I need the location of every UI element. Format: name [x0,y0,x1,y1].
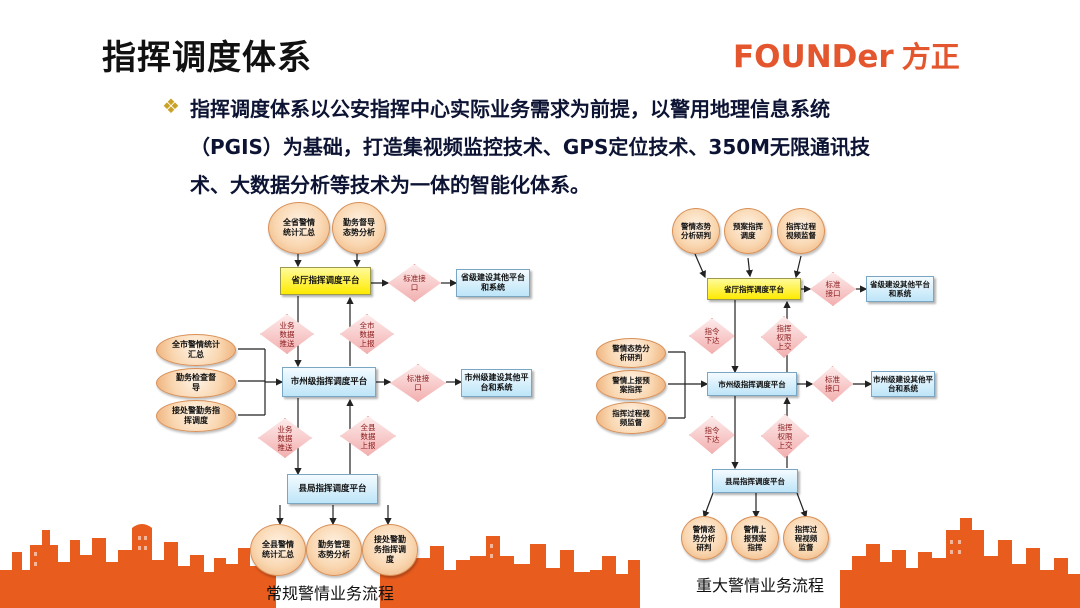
left-ext-system-1: 省级建设其他平台和系统 [456,269,530,297]
right-side-oval-1: 警情态势分析研判 [596,338,666,368]
right-up-link-1: 指挥权限上交 [761,316,807,358]
logo-text-en: FOUNDer [733,39,894,75]
left-side-oval-1: 全市警情统计汇总 [156,334,236,366]
left-side-oval-3: 接处警勤务指挥调度 [156,400,236,432]
left-side-oval-2: 勤务检查督导 [156,368,236,398]
right-down-link-1: 指令下达 [689,318,735,354]
diamond-bullet-icon: ❖ [162,94,180,118]
left-std-interface-1: 标准接口 [388,264,441,302]
right-std-interface-2: 标准接口 [812,366,853,402]
left-down-link-1: 业务数据推送 [260,314,314,354]
right-top-oval-1: 警情态势分析研判 [672,208,720,254]
right-ext-system-1: 省级建设其他平台和系统 [866,276,934,302]
right-city-platform: 市州级指挥调度平台 [707,372,797,396]
left-std-interface-2: 标准接口 [390,364,446,402]
right-down-link-2: 指令下达 [689,416,735,454]
intro-paragraph: 指挥调度体系以公安指挥中心实际业务需求为前提，以警用地理信息系统（PGIS）为基… [190,97,871,197]
city-skyline-decoration [0,518,1080,608]
left-up-link-2: 全县数据上报 [340,416,396,456]
left-top-oval-2: 勤务督导态势分析 [332,202,386,254]
slide-title: 指挥调度体系 [102,38,312,78]
right-bottom-oval-2: 警情上报预案指挥 [731,516,779,560]
left-top-oval-1: 全省警情统计汇总 [268,202,330,254]
right-county-platform: 县局指挥调度平台 [712,469,798,493]
right-ext-system-2: 市州级建设其他平台和系统 [871,371,935,397]
right-top-oval-2: 预案指挥调度 [724,208,772,254]
founder-logo: FOUNDer 方正 [733,34,960,76]
left-diagram-caption: 常规警情业务流程 [266,584,395,603]
right-up-link-2: 指挥权限上交 [761,414,809,458]
right-bottom-oval-3: 指挥过程视频监督 [783,516,829,560]
right-side-oval-3: 指挥过程视频监督 [596,402,666,434]
right-top-oval-3: 指挥过程视频监督 [777,208,825,254]
left-county-platform: 县局指挥调度平台 [287,474,378,504]
right-side-oval-2: 警情上报预案指挥 [596,370,666,400]
left-bottom-oval-3: 接处警勤务指挥调度 [362,524,418,576]
right-diagram-caption: 重大警情业务流程 [696,576,825,595]
left-province-platform: 省厅指挥调度平台 [280,267,371,295]
left-city-platform: 市州级指挥调度平台 [282,367,376,397]
logo-text-zh: 方正 [901,40,960,74]
left-up-link-1: 全市数据上报 [340,314,394,354]
right-std-interface-1: 标准接口 [810,272,856,306]
left-bottom-oval-1: 全县警情统计汇总 [250,524,306,576]
left-bottom-oval-2: 勤务管理态势分析 [306,524,362,576]
right-province-platform: 省厅指挥调度平台 [707,278,801,300]
left-ext-system-2: 市州级建设其他平台和系统 [461,369,532,397]
right-bottom-oval-1: 警情态势分析研判 [681,516,727,560]
left-down-link-2: 业务数据推送 [258,418,312,458]
